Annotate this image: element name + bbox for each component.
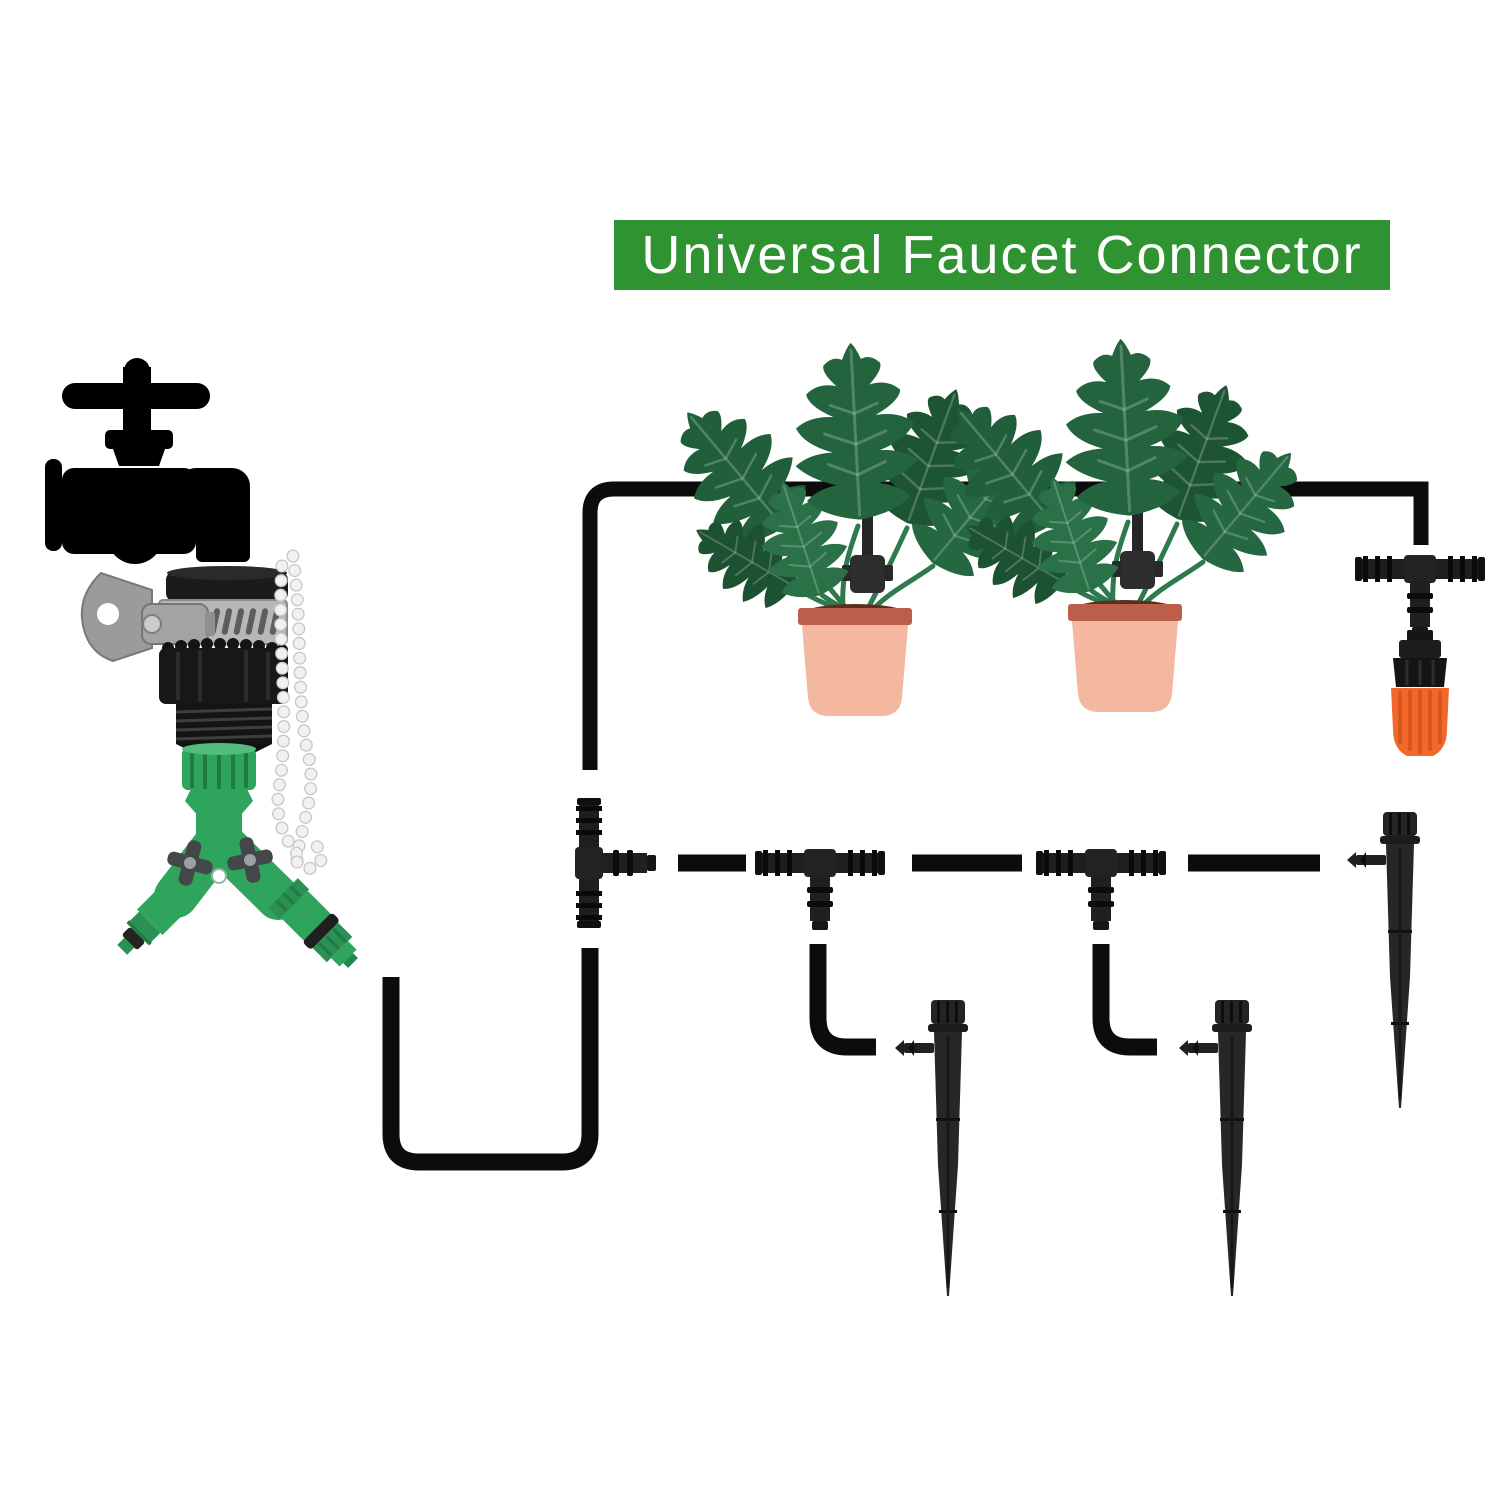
quick-connector-female [268, 878, 358, 968]
misting-nozzle-icon [1391, 630, 1449, 756]
valve-knob-left [167, 840, 213, 886]
tee-connector-3 [1036, 849, 1166, 930]
supply-tube-u-section [382, 948, 599, 1171]
tubing-network [382, 481, 1429, 1171]
drip-stake-emitter-1 [893, 998, 970, 1298]
faucet-icon [45, 358, 250, 564]
valve-knob-right [227, 837, 273, 883]
elbow-tube-2 [1092, 944, 1157, 1056]
monstera-plant-2 [917, 336, 1327, 712]
quick-connector-male [117, 888, 184, 955]
tee-connector-2 [755, 849, 885, 930]
threaded-adapter [159, 638, 288, 752]
elbow-tube-1 [809, 944, 876, 1056]
drip-stake-emitter-2 [1177, 998, 1254, 1298]
supply-tube-main-loop [582, 481, 1429, 770]
product-banner: Universal Faucet Connector [614, 220, 1390, 290]
wing-key-icon [80, 571, 153, 663]
banner-title: Universal Faucet Connector [641, 225, 1363, 285]
bead-chain-icon [271, 549, 328, 875]
faucet-adapter-assembly [80, 566, 288, 752]
y-splitter-valve-icon [117, 743, 358, 968]
drip-stake-emitter-3 [1345, 810, 1422, 1110]
tee-connector-4 [1355, 555, 1485, 636]
hose-clamp-icon [141, 599, 288, 645]
tee-connector-1 [575, 798, 656, 928]
